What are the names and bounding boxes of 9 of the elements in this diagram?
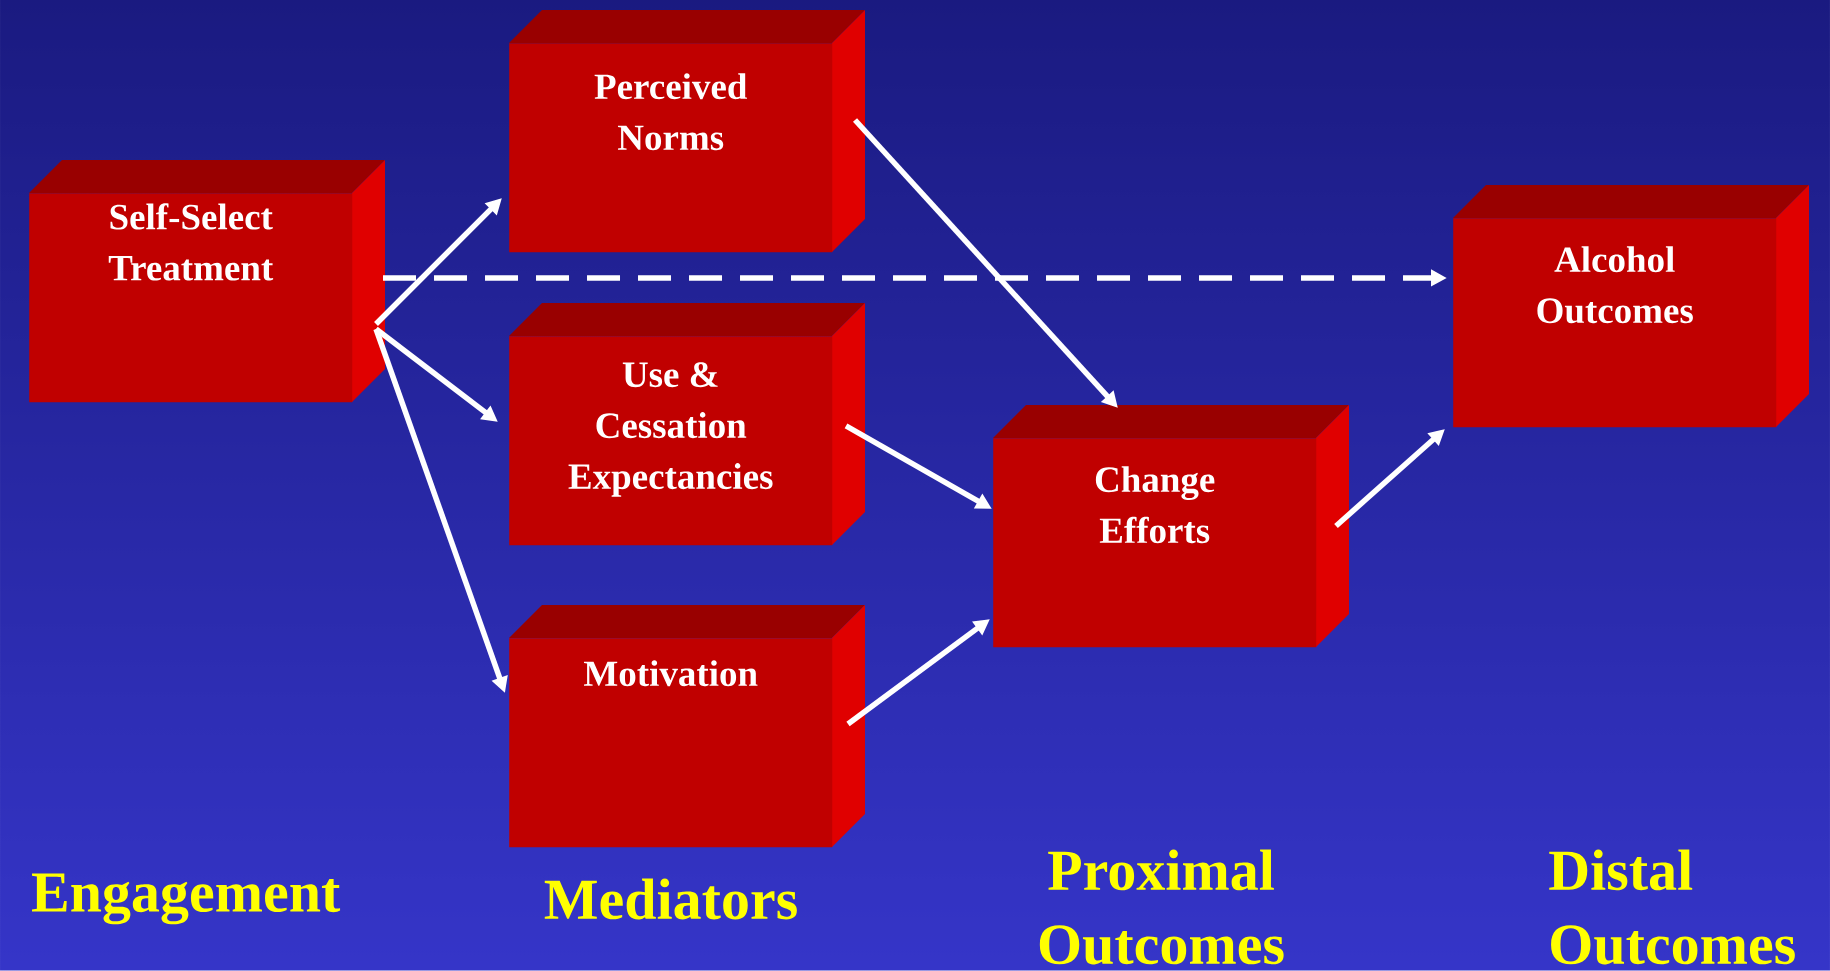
- process-box: Motivation: [509, 605, 865, 848]
- process-box: Alcohol Outcomes: [1453, 185, 1809, 428]
- process-box: Use & Cessation Expectancies: [509, 303, 865, 546]
- process-box: Self-Select Treatment: [29, 160, 385, 403]
- stage-label: Engagement: [32, 873, 341, 925]
- stage-label: Distal Outcomes: [1549, 849, 1795, 965]
- process-box: Perceived Norms: [509, 10, 865, 253]
- stage-label: Proximal Outcomes: [1039, 849, 1284, 965]
- process-box: Change Efforts: [993, 405, 1349, 648]
